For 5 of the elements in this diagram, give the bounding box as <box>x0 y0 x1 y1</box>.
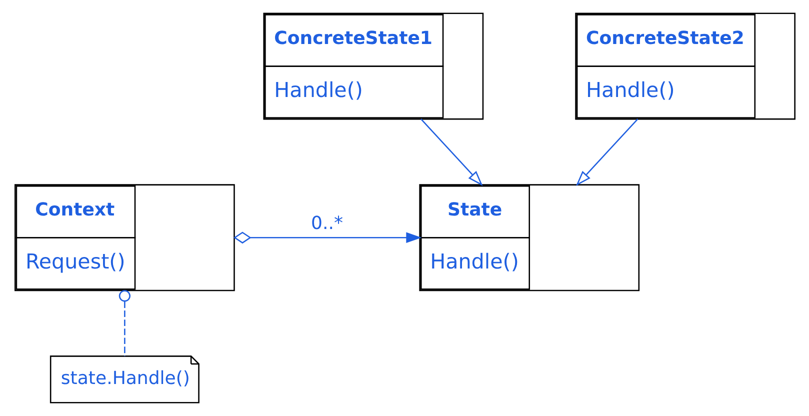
connector <box>118 290 130 356</box>
arrow <box>233 232 422 244</box>
arrow <box>420 118 482 186</box>
edge-label: 0..* <box>310 212 343 234</box>
arrow <box>575 118 638 186</box>
